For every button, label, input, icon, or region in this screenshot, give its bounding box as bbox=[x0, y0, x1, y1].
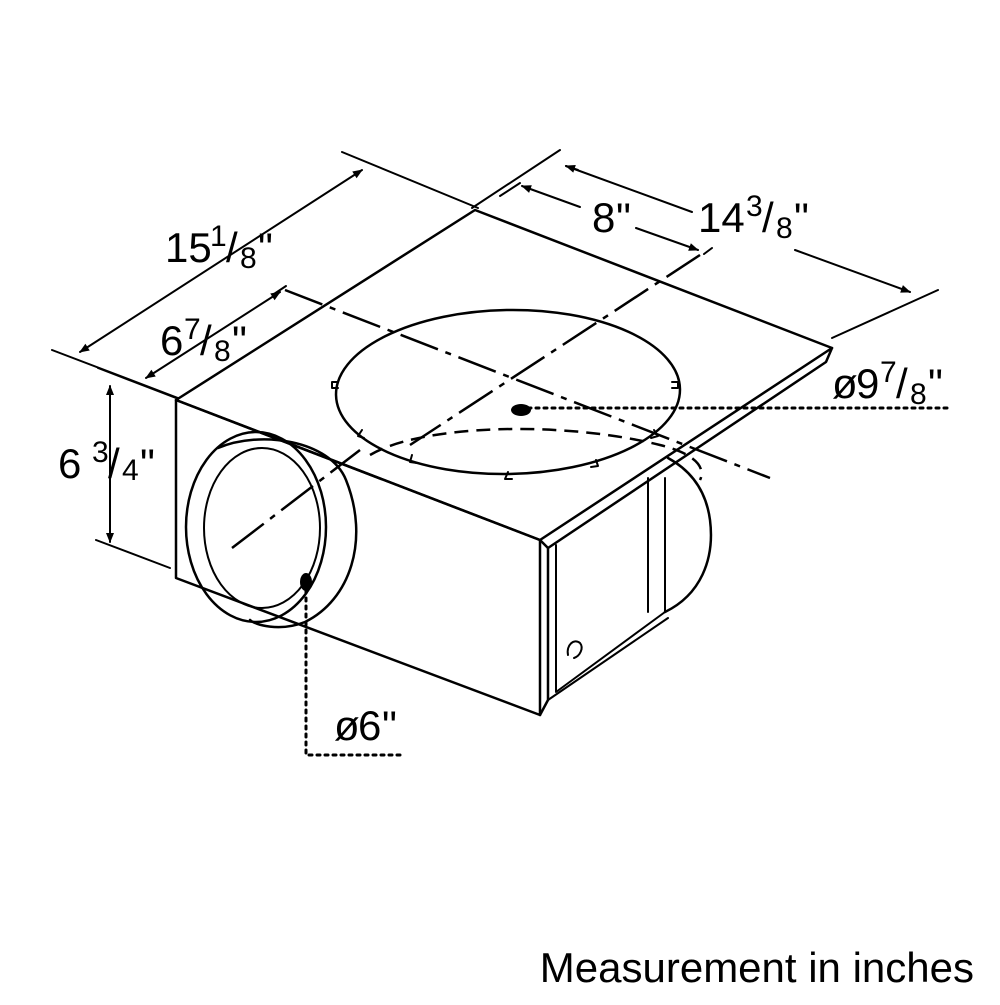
width-partial-num: 7 bbox=[184, 313, 201, 346]
label-width-total: 15 1 / 8 " bbox=[165, 220, 273, 275]
centerline-width bbox=[284, 288, 771, 480]
top-outlet-den: 8 bbox=[910, 378, 927, 411]
dim-line-width-partial bbox=[145, 291, 281, 379]
depth-partial-whole: 8 bbox=[592, 194, 615, 241]
dimension-lines bbox=[51, 149, 952, 757]
width-total-whole: 15 bbox=[165, 224, 212, 271]
side-outlet-depth bbox=[216, 438, 358, 629]
top-outlet-ring bbox=[334, 308, 682, 476]
depth-total-num: 3 bbox=[746, 190, 763, 223]
side-outlet-unit: " bbox=[382, 702, 397, 749]
svg-text:/: / bbox=[200, 317, 212, 364]
dim-line-depth-total-b bbox=[794, 249, 911, 293]
dim-line-depth-partial-a bbox=[521, 185, 581, 208]
depth-total-whole: 14 bbox=[698, 194, 745, 241]
svg-text:/: / bbox=[226, 224, 238, 271]
width-total-unit: " bbox=[258, 224, 273, 271]
width-partial-whole: 6 bbox=[160, 317, 183, 364]
top-outlet-num: 7 bbox=[880, 356, 897, 389]
centerline-depth bbox=[409, 253, 701, 447]
depth-total-unit: " bbox=[794, 194, 809, 241]
hidden-blower-circle bbox=[369, 427, 703, 481]
caption: Measurement in inches bbox=[540, 944, 974, 991]
dim-line-width-total bbox=[79, 169, 363, 353]
box-bottom-edge bbox=[547, 617, 669, 701]
svg-text:/: / bbox=[896, 360, 908, 407]
label-depth-total: 14 3 / 8 " bbox=[698, 190, 809, 245]
side-outlet-whole: 6 bbox=[358, 702, 381, 749]
width-total-den: 8 bbox=[240, 242, 257, 275]
side-outlet-inner bbox=[203, 447, 321, 609]
label-top-outlet-diameter: ø 9 7 / 8 " bbox=[832, 356, 943, 411]
outlet-tabs bbox=[331, 381, 679, 480]
dim-line-depth-total bbox=[565, 165, 693, 213]
top-outlet-whole: 9 bbox=[856, 360, 879, 407]
label-side-outlet-diameter: ø 6 " bbox=[334, 702, 397, 749]
box-top-lip bbox=[538, 346, 834, 550]
top-outlet-unit: " bbox=[928, 360, 943, 407]
height-num: 3 bbox=[92, 436, 109, 469]
box-body bbox=[174, 208, 834, 717]
screw-icon bbox=[566, 640, 583, 659]
side-outlet bbox=[184, 430, 358, 629]
centerline-side bbox=[231, 449, 361, 549]
svg-text:/: / bbox=[762, 194, 774, 241]
height-den: 4 bbox=[122, 454, 139, 487]
depth-partial-unit: " bbox=[616, 194, 631, 241]
width-total-num: 1 bbox=[210, 220, 227, 253]
label-depth-partial: 8 " bbox=[592, 194, 631, 241]
label-height: 6 3 / 4 " bbox=[58, 436, 155, 487]
side-outlet-center-mark bbox=[300, 573, 312, 591]
side-outlet-back bbox=[184, 430, 328, 624]
leader-side-outlet bbox=[304, 588, 407, 757]
box-left-face bbox=[174, 398, 542, 717]
label-width-partial: 6 7 / 8 " bbox=[160, 313, 247, 368]
top-outlet-center-mark bbox=[511, 404, 531, 416]
side-outlet-prefix: ø bbox=[334, 702, 360, 749]
top-outlet-prefix: ø bbox=[832, 360, 858, 407]
blower-housing-curve bbox=[663, 456, 713, 614]
box-right-frame-inner bbox=[555, 477, 666, 693]
depth-total-den: 8 bbox=[776, 212, 793, 245]
width-partial-unit: " bbox=[232, 317, 247, 364]
svg-text:/: / bbox=[108, 440, 120, 487]
height-whole: 6 bbox=[58, 440, 81, 487]
dim-line-depth-partial-b bbox=[635, 227, 699, 251]
center-lines bbox=[231, 253, 771, 549]
width-partial-den: 8 bbox=[214, 335, 231, 368]
height-unit: " bbox=[140, 440, 155, 487]
top-outlet bbox=[331, 308, 703, 481]
